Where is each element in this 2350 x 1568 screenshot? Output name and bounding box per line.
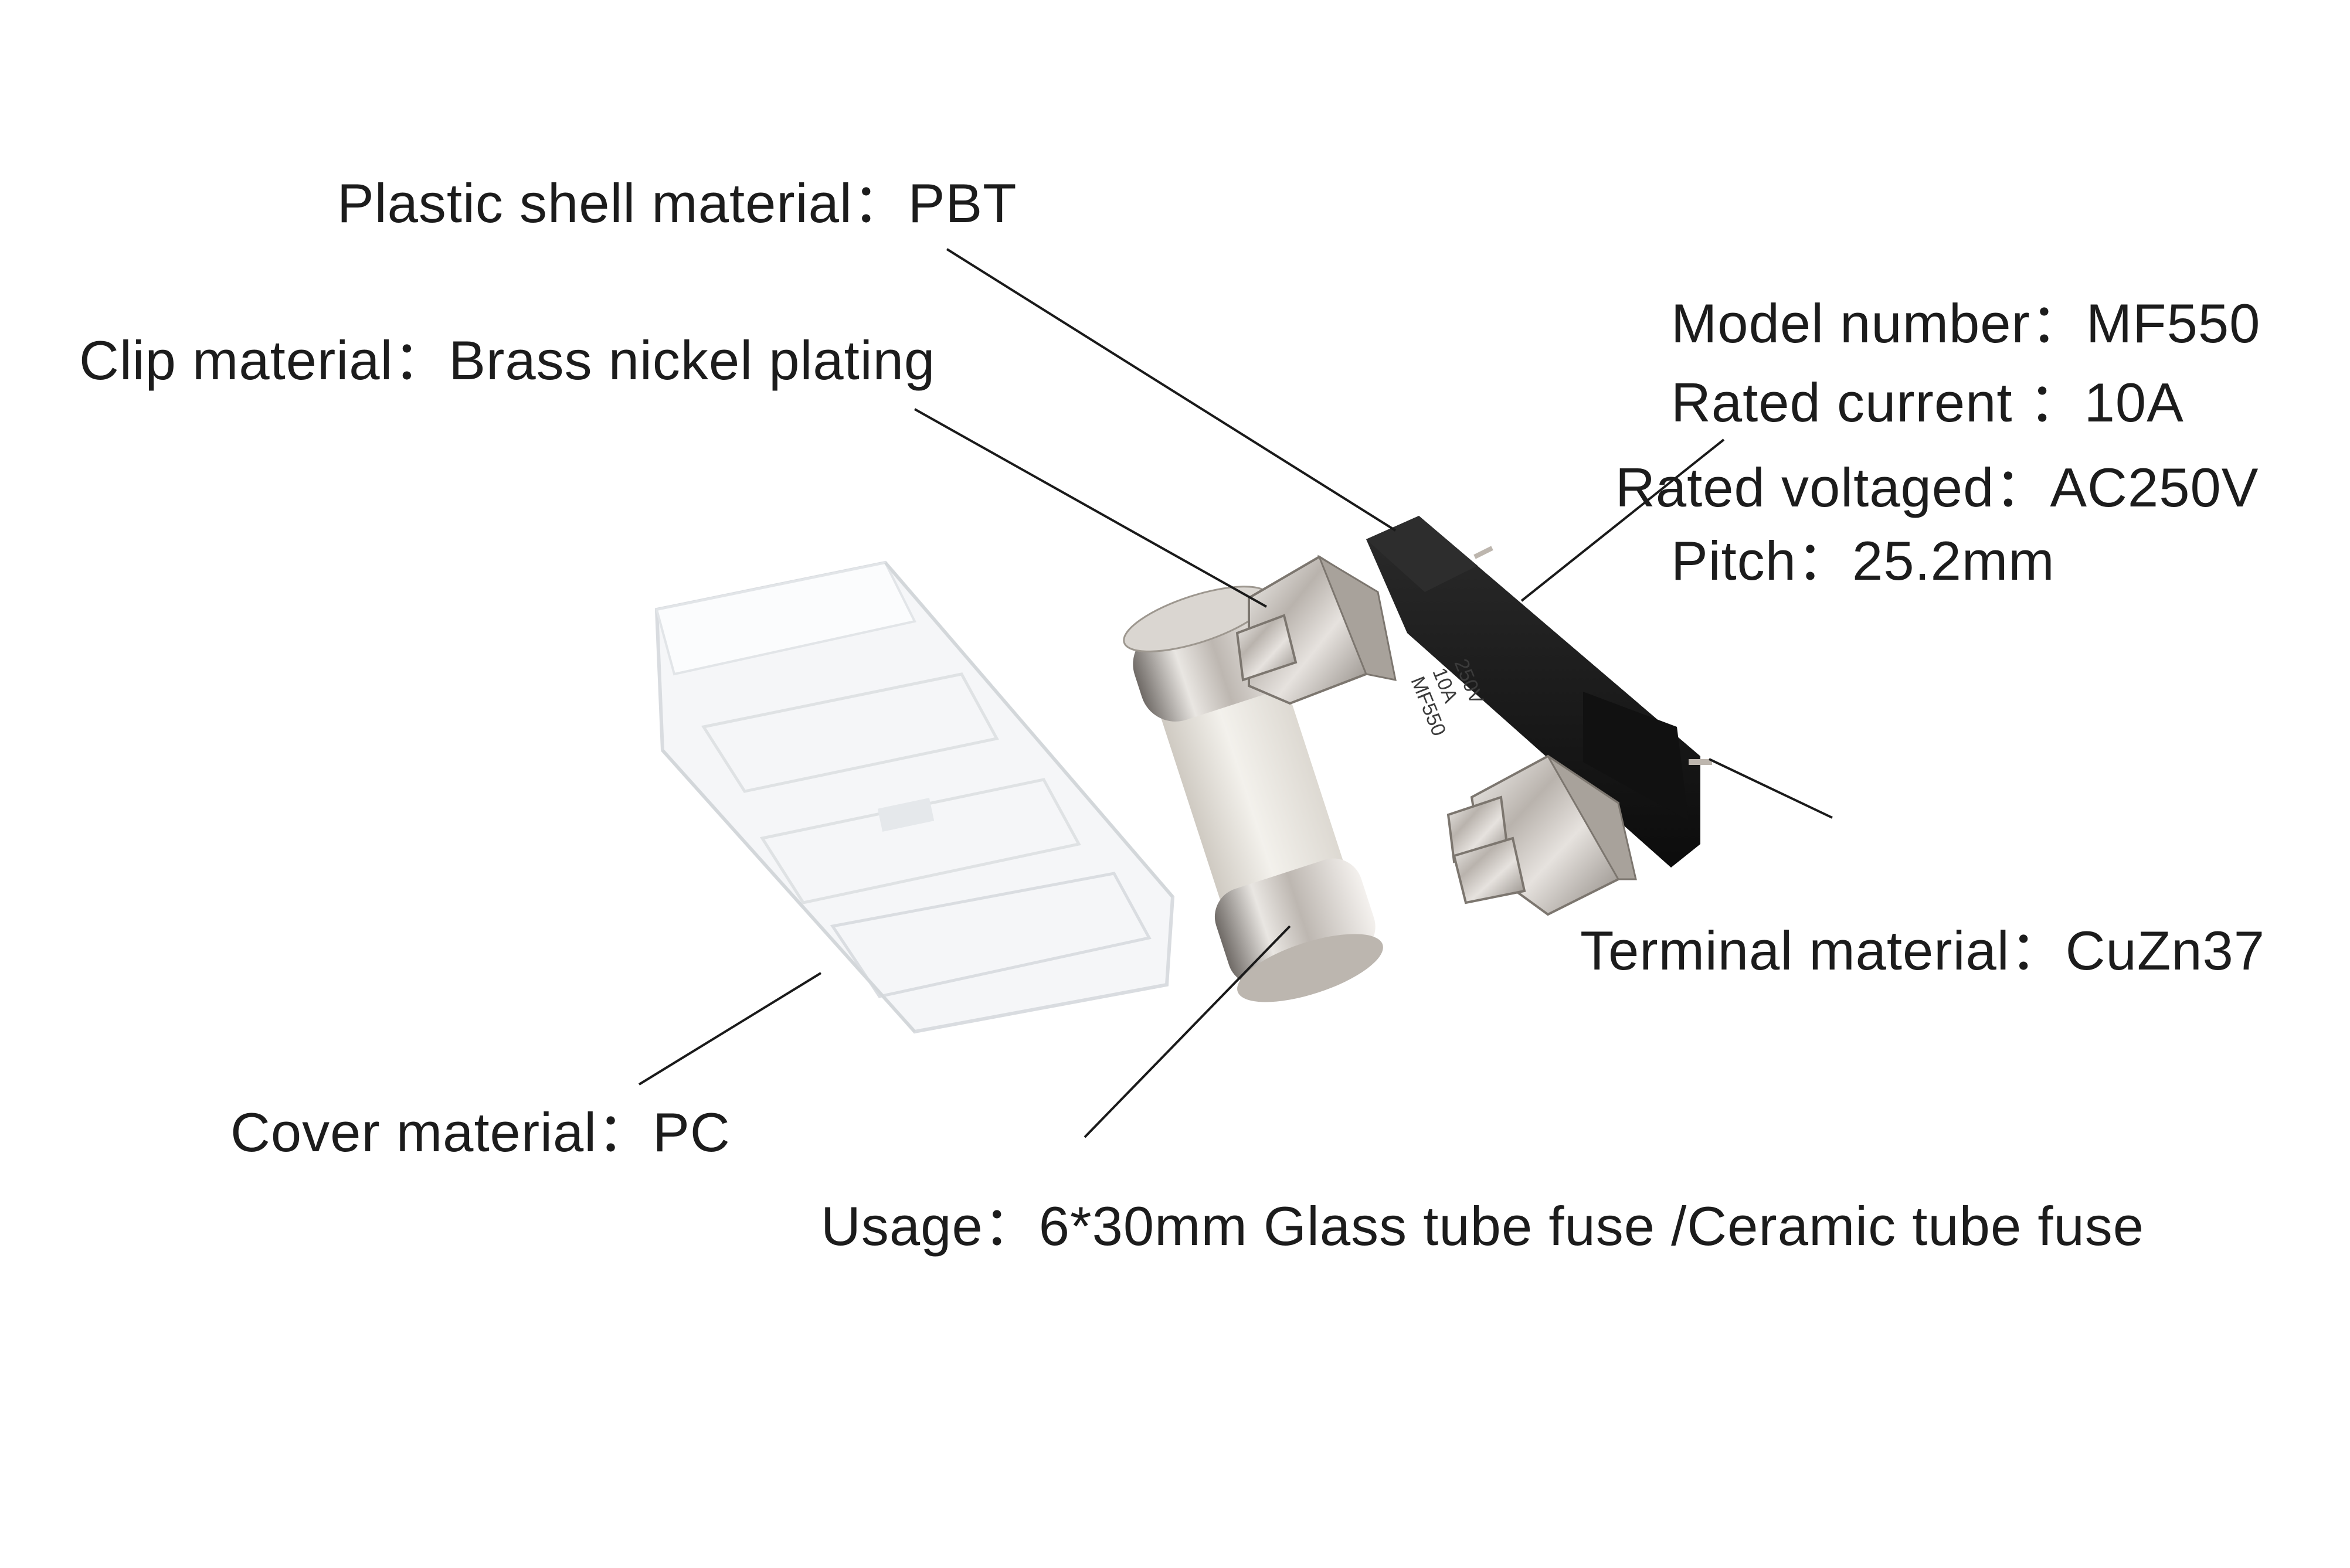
callout-key: Model number： [1671,292,2086,354]
callout-key: Pitch： [1671,530,1852,591]
callout-cover-material: Cover material：PC [230,1105,731,1160]
leader-model [1520,438,1725,602]
callout-rated-voltage: Rated voltaged：AC250V [1615,460,2259,515]
callout-pitch: Pitch：25.2mm [1671,533,2055,589]
callout-terminal-material: Terminal material：CuZn37 [1580,923,2265,978]
leader-terminal [1709,758,1833,819]
callout-plastic-shell: Plastic shell material：PBT [337,176,1017,231]
leader-plastic-shell [946,248,1397,532]
fuse-holder: 250V 10A MF550 [1235,516,1712,916]
callout-clip-material: Clip material：Brass nickel plating [79,333,935,388]
fuse-clip-bottom [1446,754,1637,916]
callout-value: PBT [908,172,1017,234]
leader-usage [1084,925,1291,1138]
callout-value: 25.2mm [1852,530,2055,591]
callout-value: MF550 [2086,292,2261,354]
fuse-clip-top [1235,555,1397,705]
leader-cover [638,972,822,1086]
leader-lines [638,248,1833,1138]
callout-value: 6*30mm Glass tube fuse /Ceramic tube fus… [1038,1195,2145,1257]
callout-key: Cover material： [230,1101,653,1163]
callout-rated-current: Rated current ：10A [1671,375,2184,430]
callout-key: Rated voltaged： [1615,457,2050,518]
callout-model-number: Model number：MF550 [1671,296,2260,351]
callout-key: Terminal material： [1580,920,2066,981]
callout-value: AC250V [2050,457,2259,518]
callout-key: Plastic shell material： [337,172,908,234]
callout-value: CuZn37 [2065,920,2266,981]
callout-usage: Usage：6*30mm Glass tube fuse /Ceramic tu… [821,1199,2144,1254]
clear-cover [654,560,1175,1034]
callout-key: Rated current ： [1671,372,2084,433]
leader-clip [914,408,1267,608]
callout-value: 10A [2084,372,2184,433]
callout-key: Clip material： [79,329,449,391]
callout-value: Brass nickel plating [449,329,936,391]
callout-value: PC [653,1101,731,1163]
callout-key: Usage： [821,1195,1039,1257]
